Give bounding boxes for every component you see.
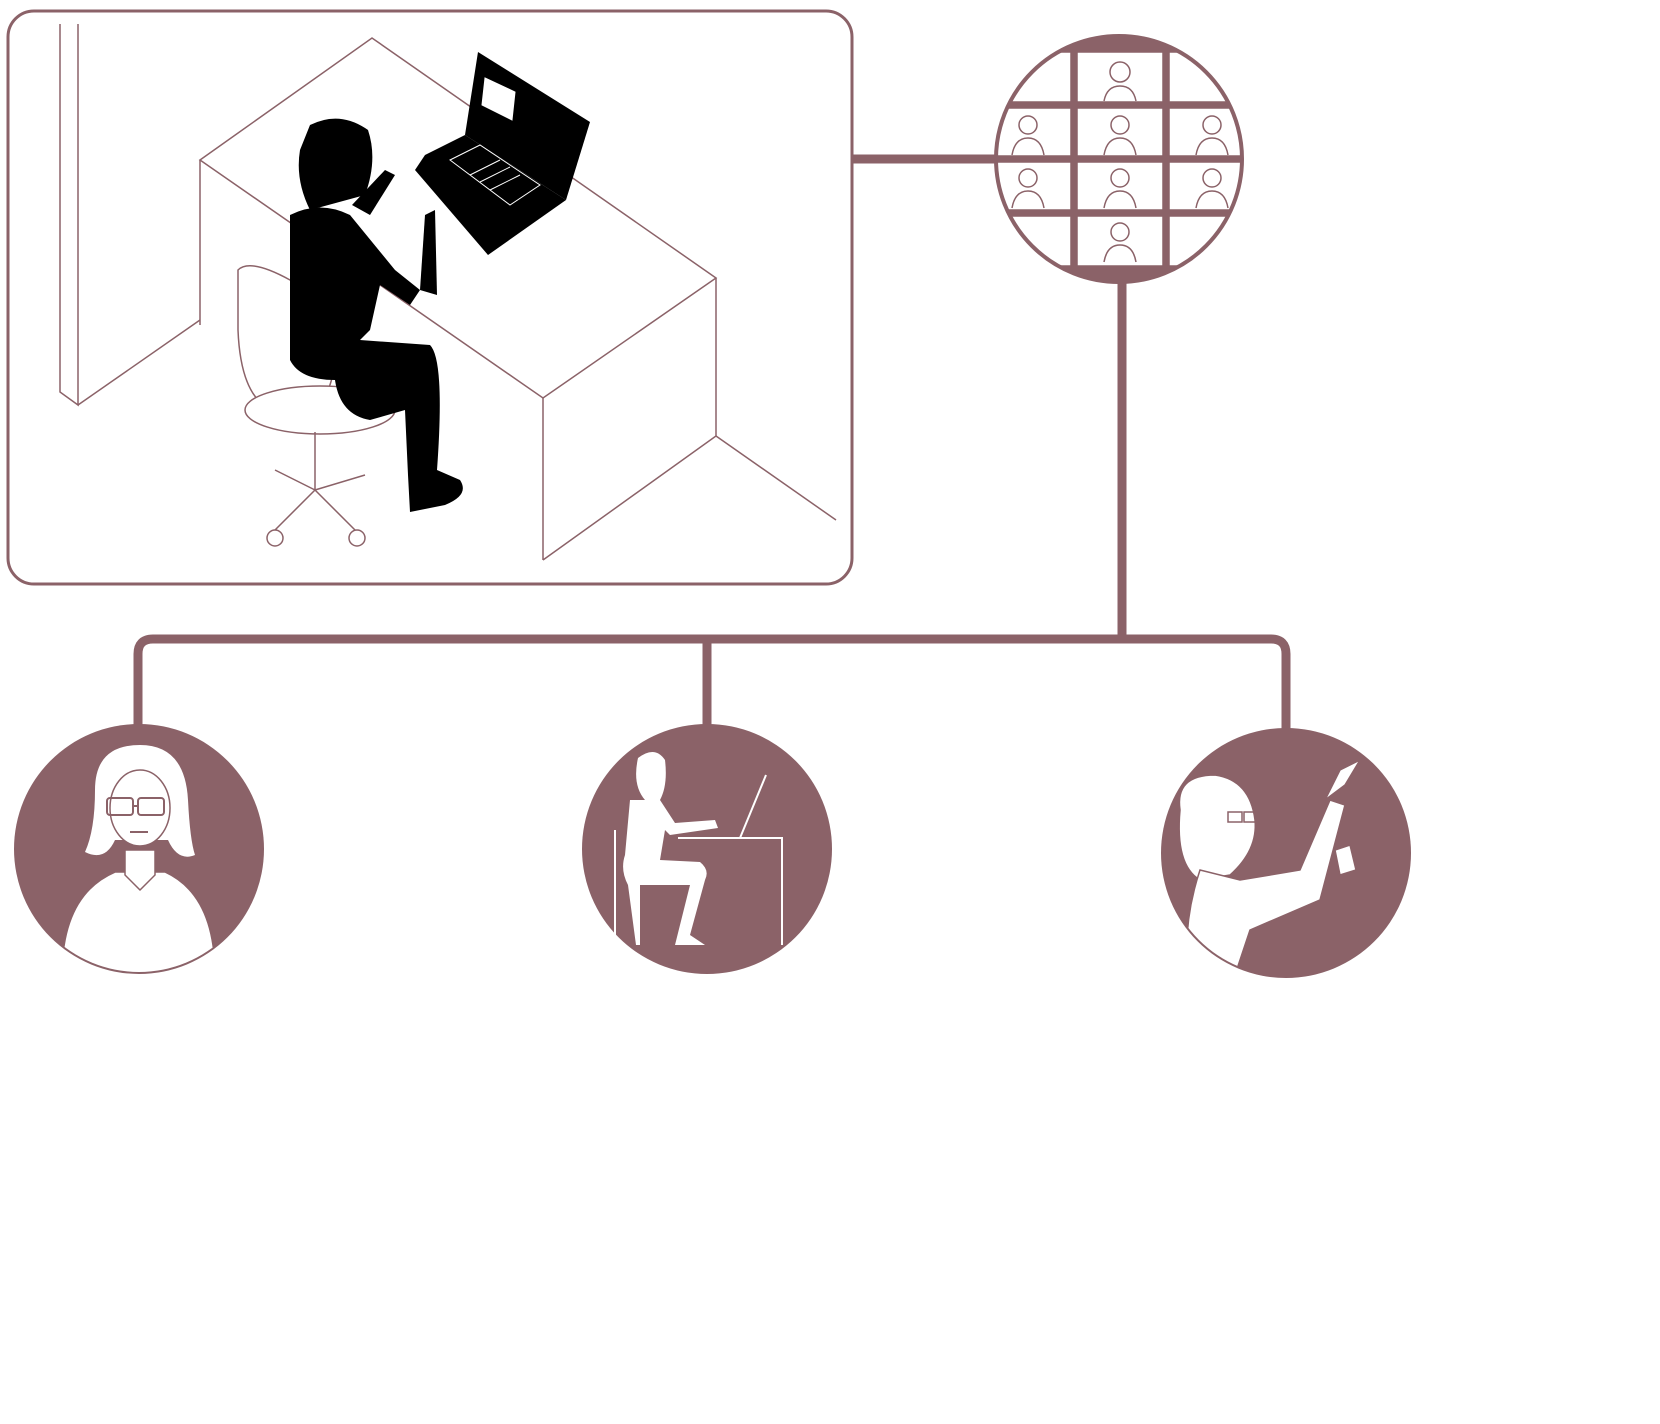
remote-worker-desk-illustration xyxy=(6,9,854,586)
person-gesturing-icon xyxy=(1161,728,1411,978)
person-portrait-icon xyxy=(14,724,264,974)
video-call-grid-icon xyxy=(994,34,1244,284)
connector-lines xyxy=(133,154,1291,732)
person-at-laptop-icon xyxy=(582,724,832,974)
